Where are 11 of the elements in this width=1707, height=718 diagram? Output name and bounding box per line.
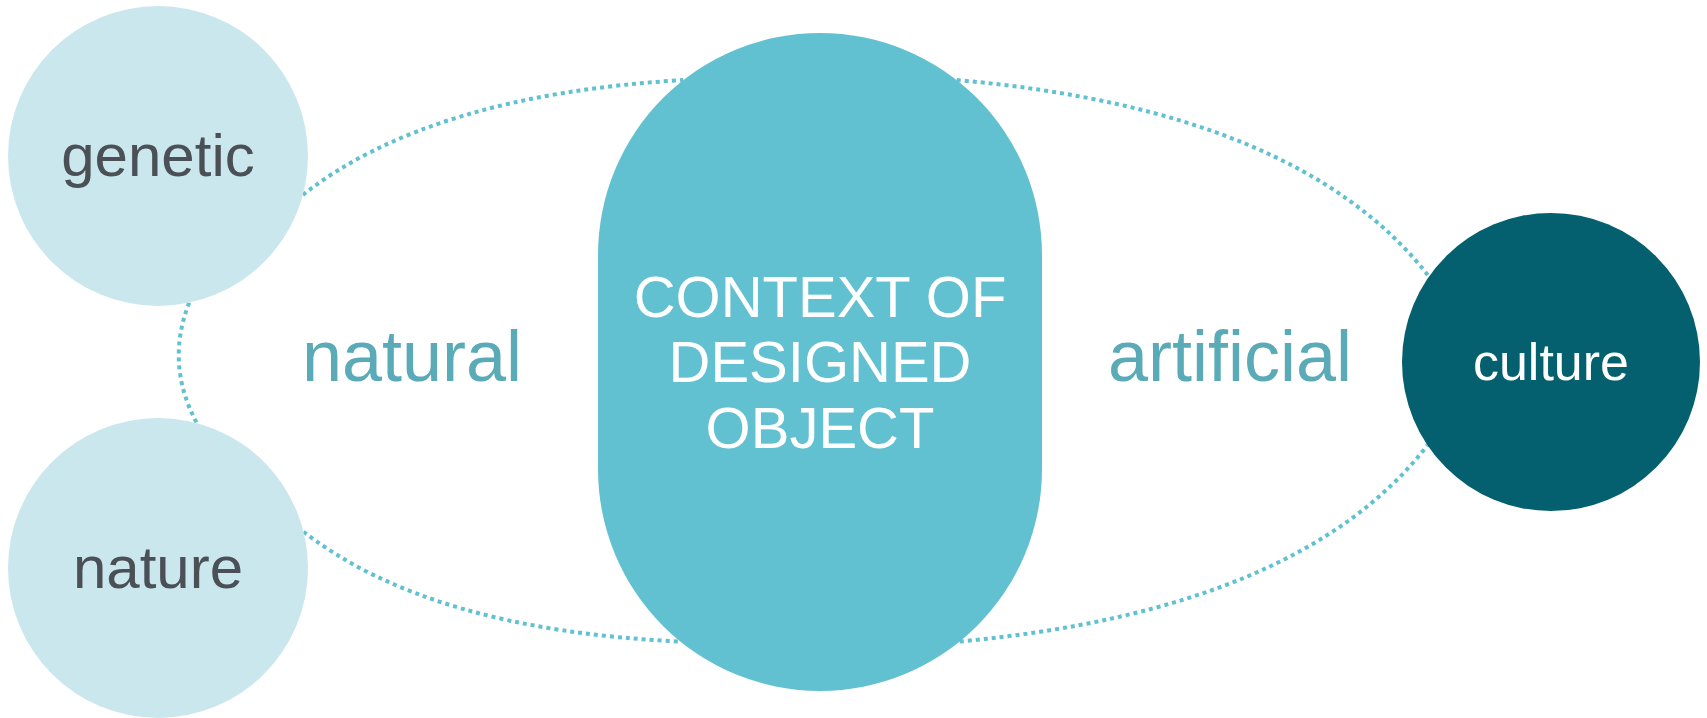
node-label: CONTEXT OF DESIGNED OBJECT <box>632 263 1008 461</box>
dotted-connector <box>959 444 1429 644</box>
dotted-connector <box>302 530 681 644</box>
node-label: genetic <box>61 121 255 191</box>
region-label: natural <box>300 320 524 392</box>
dotted-connector <box>956 78 1431 278</box>
dotted-connector <box>176 302 199 424</box>
node-label: nature <box>72 533 244 603</box>
dotted-connector <box>301 78 684 197</box>
region-label: artificial <box>1106 320 1354 392</box>
node-label: culture <box>1472 332 1630 393</box>
